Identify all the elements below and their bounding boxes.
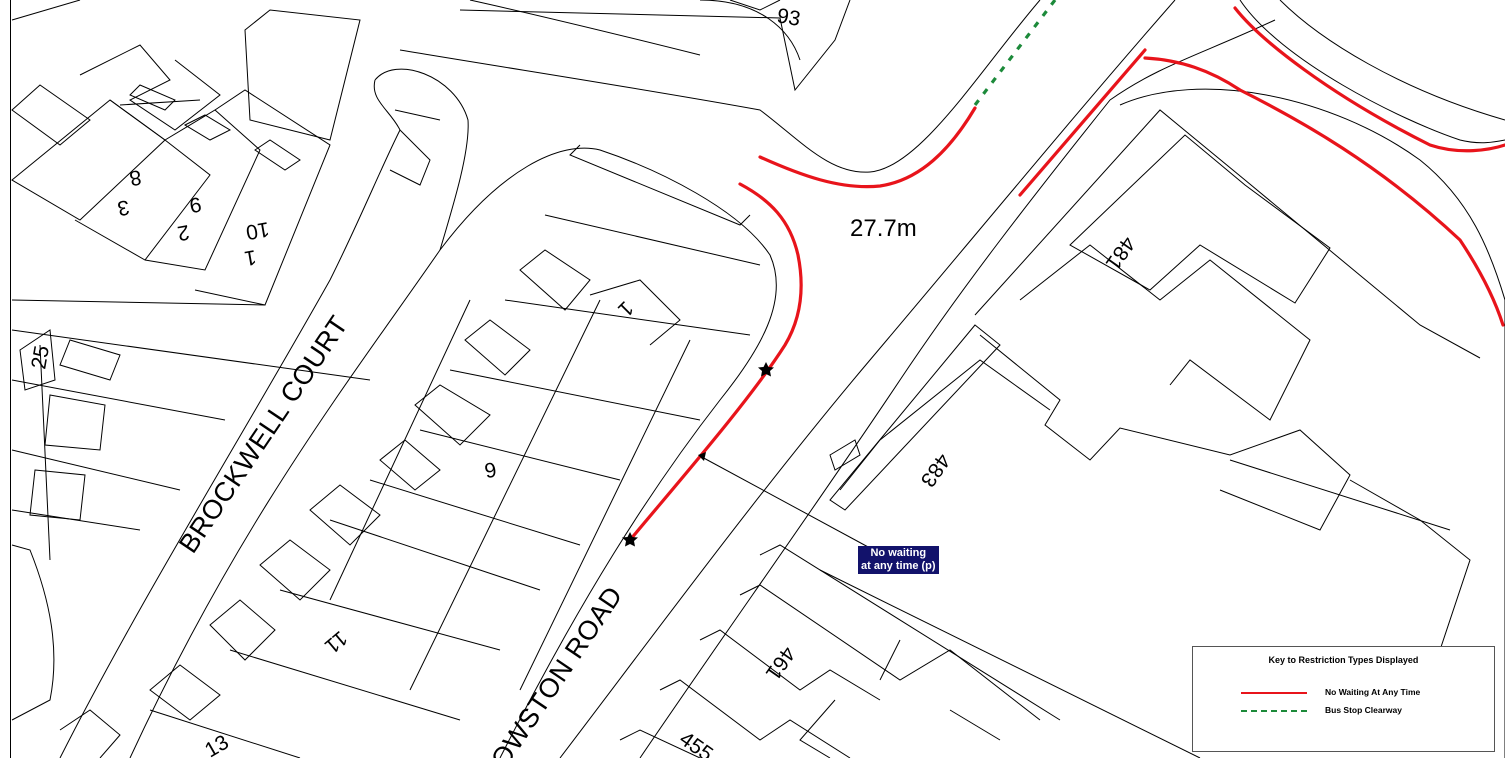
property-number: 6 <box>483 457 499 482</box>
owston-road-edges <box>559 0 1276 758</box>
property-number: 10 <box>244 217 271 244</box>
property-number: 3 <box>116 195 132 220</box>
marker-star-north <box>758 362 774 377</box>
legend-swatch-green-dashed <box>1241 710 1307 712</box>
property-number: 461 <box>761 642 800 684</box>
building-block-top-right <box>1239 0 1505 144</box>
property-number: 481 <box>1101 232 1140 274</box>
property-number: 11 <box>320 626 351 658</box>
legend-label: Bus Stop Clearway <box>1325 705 1402 715</box>
marker-arrow <box>698 452 706 461</box>
no-waiting-restriction-lines <box>628 6 1505 542</box>
bus-stop-clearway-line <box>973 0 1057 106</box>
property-number: 8 <box>128 165 144 190</box>
property-number: 2 <box>176 220 192 245</box>
building-block-461 <box>619 544 1201 758</box>
distance-label: 27.7m <box>850 215 917 242</box>
leader-line <box>699 455 871 549</box>
legend-swatch-red-line <box>1241 692 1307 694</box>
building-block-481 <box>829 88 1505 758</box>
property-number: 1 <box>243 245 259 270</box>
property-number: 9 <box>188 192 204 217</box>
property-number: 93 <box>775 4 802 31</box>
left-plots <box>11 329 226 721</box>
building-block-93 <box>399 0 1041 173</box>
marker-star-south <box>622 532 638 547</box>
road-name-owston-road: OWSTON ROAD <box>485 581 628 758</box>
legend-label: No Waiting At Any Time <box>1325 687 1421 697</box>
legend-title: Key to Restriction Types Displayed <box>1268 655 1419 665</box>
property-number: 483 <box>916 449 955 491</box>
property-number: 455 <box>675 727 717 758</box>
road-name-brockwell-court: BROCKWELL COURT <box>173 310 354 558</box>
legend-box: Key to Restriction Types Displayed No Wa… <box>1192 646 1495 752</box>
restriction-label: No waiting at any time (p) <box>858 546 939 574</box>
terraced-houses-block <box>59 144 777 758</box>
restriction-markers <box>622 362 871 549</box>
property-number: 25 <box>27 344 54 371</box>
brockwell-court-houses <box>11 0 371 381</box>
brockwell-court-road <box>59 68 469 758</box>
